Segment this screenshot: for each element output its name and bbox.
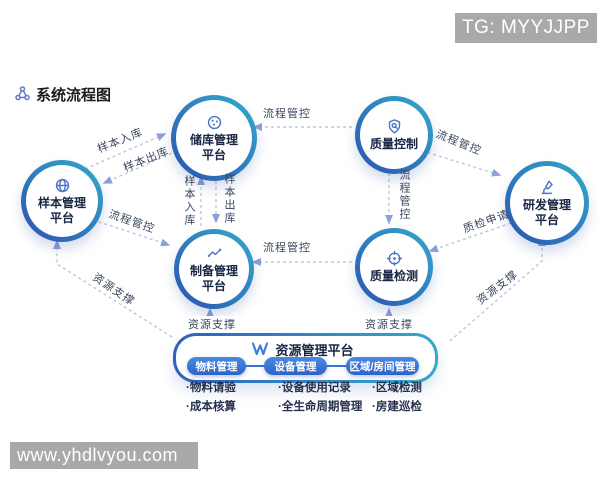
node-label: 样本管理平台 bbox=[37, 195, 86, 225]
node-rnd-management: 研发管理平台 bbox=[505, 161, 589, 245]
pill-material-management: 物料管理 bbox=[187, 357, 246, 375]
edge-sample-to-prep bbox=[86, 217, 171, 247]
node-preparation-management: 制备管理平台 bbox=[174, 229, 254, 309]
node-label: 质量控制 bbox=[369, 137, 418, 151]
shield-search-icon bbox=[386, 118, 403, 135]
list-item: ·区域检测 bbox=[372, 382, 422, 394]
edge-label-qc-to-qt: 流程管控 bbox=[398, 169, 410, 221]
wave-icon bbox=[251, 341, 269, 357]
list-item: ·物料请验 bbox=[186, 382, 236, 394]
list-item: ·全生命周期管理 bbox=[278, 401, 363, 413]
edge-qc-to-rd bbox=[415, 148, 502, 177]
edge-storage-to-sample bbox=[102, 150, 178, 184]
area-room-items: ·区域检测 ·房建巡检 bbox=[372, 379, 422, 417]
list-item: ·房建巡检 bbox=[372, 401, 422, 413]
node-quality-inspection: 质量检测 bbox=[355, 228, 433, 306]
list-item: ·成本核算 bbox=[186, 401, 236, 413]
edge-label-qc-to-storage: 流程管控 bbox=[263, 108, 311, 120]
tg-contact-badge: TG: MYYJJPP bbox=[455, 13, 597, 43]
node-storage-management: 储库管理平台 bbox=[171, 95, 257, 181]
resource-platform-title: 资源管理平台 bbox=[173, 340, 432, 359]
list-item: ·设备使用记录 bbox=[278, 382, 351, 394]
edge-rd-to-qt bbox=[428, 222, 512, 253]
trend-icon bbox=[206, 245, 223, 262]
edge-label-storage-to-prep: 样本出库 bbox=[223, 173, 235, 225]
target-icon bbox=[386, 250, 403, 267]
node-label: 研发管理平台 bbox=[522, 197, 571, 227]
node-sample-management: 样本管理平台 bbox=[21, 160, 103, 242]
globe-icon bbox=[54, 177, 71, 194]
equipment-items: ·设备使用记录 ·全生命周期管理 bbox=[278, 379, 362, 417]
microscope-icon bbox=[539, 179, 556, 196]
pill-equipment-management: 设备管理 bbox=[264, 357, 327, 375]
cluster-icon bbox=[14, 85, 31, 102]
pill-area-room-management: 区域/房间管理 bbox=[346, 357, 419, 375]
page-title-text: 系统流程图 bbox=[36, 87, 112, 104]
node-quality-control: 质量控制 bbox=[355, 96, 433, 174]
edge-label-res-to-prep: 资源支撑 bbox=[186, 316, 238, 332]
resource-platform-title-text: 资源管理平台 bbox=[275, 343, 354, 358]
edge-res-to-rd bbox=[449, 236, 546, 342]
edge-sample-to-storage bbox=[84, 133, 167, 170]
page-title: 系统流程图 bbox=[14, 84, 111, 105]
node-label: 制备管理平台 bbox=[189, 263, 238, 293]
node-label: 储库管理平台 bbox=[189, 132, 238, 162]
watermark: www.yhdlvyou.com bbox=[10, 442, 198, 469]
edge-res-to-sample bbox=[53, 239, 173, 338]
edge-label-prep-to-storage: 样本入库 bbox=[183, 175, 195, 227]
dish-icon bbox=[206, 114, 223, 131]
edge-label-qt-to-prep: 流程管控 bbox=[263, 242, 311, 254]
edge-label-res-to-qt: 资源支撑 bbox=[363, 316, 415, 332]
material-items: ·物料请验 ·成本核算 bbox=[186, 379, 236, 417]
node-label: 质量检测 bbox=[369, 269, 418, 283]
